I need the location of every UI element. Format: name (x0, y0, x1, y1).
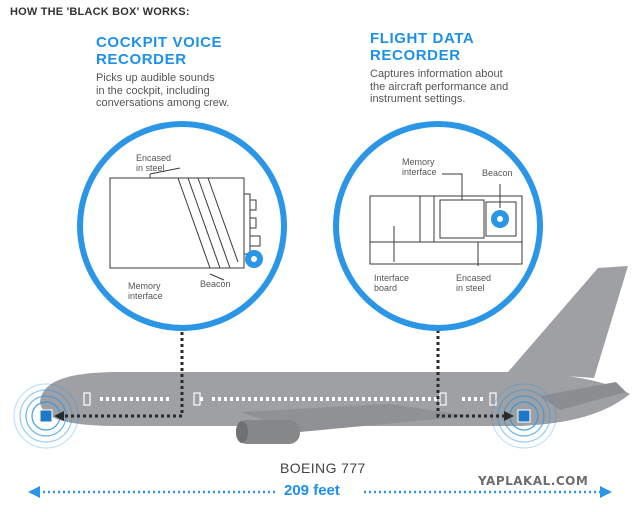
cvr-label-memory-line: interface (128, 291, 163, 301)
fdr-box-icon (517, 409, 531, 423)
fdr-label-encased: Encased in steel (456, 273, 491, 293)
fdr-device-drawing (369, 173, 523, 266)
door-outlines (83, 392, 497, 406)
engine-intake (236, 421, 248, 443)
window-row (100, 397, 483, 401)
cvr-label-memory-line: Memory (128, 281, 161, 291)
length-arrow (28, 486, 612, 498)
cvr-label-beacon: Beacon (200, 279, 231, 289)
fdr-description: Captures information about the aircraft … (370, 68, 508, 106)
diagram-header: HOW THE 'BLACK BOX' WORKS: (10, 6, 190, 18)
fdr-description-line: instrument settings. (370, 93, 466, 105)
fdr-title-line-2: RECORDER (370, 47, 461, 64)
aircraft-length-label: 209 feet (278, 482, 346, 499)
fdr-label-board-line: board (374, 283, 398, 293)
fdr-label-memory: Memory interface (402, 157, 437, 177)
cvr-description-line: Picks up audible sounds (96, 72, 215, 84)
cvr-title: COCKPIT VOICE RECORDER (96, 34, 222, 68)
cvr-title-line-2: RECORDER (96, 51, 187, 68)
fdr-description-line: Captures information about (370, 68, 503, 80)
cvr-arrowhead (54, 411, 64, 421)
fdr-label-memory-line: Memory (402, 157, 435, 167)
fdr-beacon-dot (497, 216, 503, 222)
cvr-device-drawing (109, 167, 261, 281)
cvr-description-line: conversations among crew. (96, 97, 230, 109)
horizontal-stabilizer (540, 382, 626, 410)
fdr-label-memory-line: interface (402, 167, 437, 177)
fdr-title: FLIGHT DATA RECORDER (370, 30, 474, 64)
boeing-777-silhouette (40, 266, 630, 444)
fdr-label-beacon: Beacon (482, 168, 513, 178)
fdr-label-interface-board: Interface board (374, 273, 409, 293)
cvr-label-memory: Memory interface (128, 281, 163, 301)
fdr-label-encased-line: in steel (456, 283, 485, 293)
cvr-description-line: in the cockpit, including (96, 84, 210, 97)
leader-lines (62, 326, 506, 418)
fdr-arrowhead (504, 411, 514, 421)
cvr-box-icon (39, 409, 53, 423)
cvr-beacon-dot (251, 256, 257, 262)
fdr-label-encased-line: Encased (456, 273, 492, 283)
cvr-label-encased-line: in steel (136, 163, 165, 173)
fdr-description-line: the aircraft performance and (370, 80, 509, 93)
cvr-label-encased-line: Encased (136, 153, 172, 163)
tail-fin (508, 266, 628, 378)
cvr-title-line-1: COCKPIT VOICE (96, 34, 223, 51)
cvr-label-encased: Encased in steel (136, 153, 171, 173)
aircraft-model-label: BOEING 777 (280, 460, 366, 476)
watermark: YAPLAKAL.COM (478, 474, 589, 488)
engine (236, 420, 300, 444)
fdr-title-line-1: FLIGHT DATA (370, 30, 475, 47)
fdr-label-board-line: Interface (374, 273, 410, 283)
cvr-description: Picks up audible sounds in the cockpit, … (96, 72, 229, 110)
